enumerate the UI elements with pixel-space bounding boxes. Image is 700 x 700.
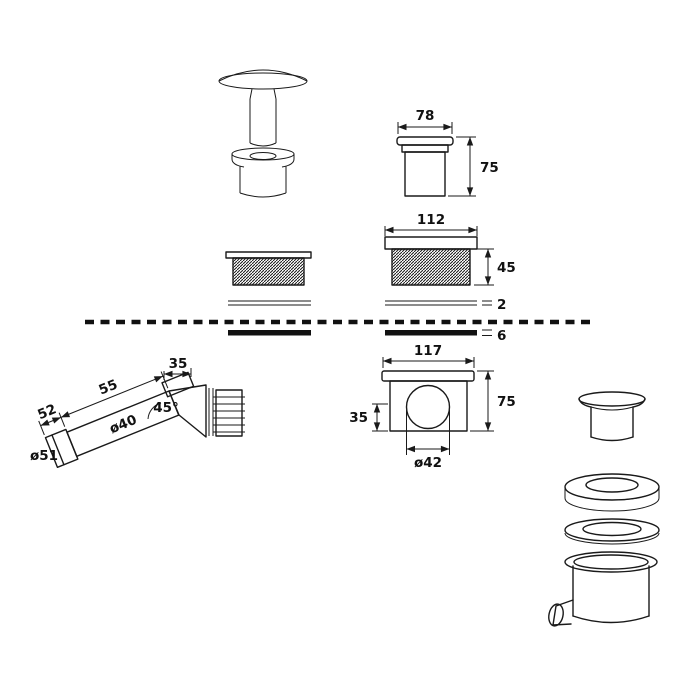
dim-35-pipe-lines	[163, 368, 192, 380]
dim-117-lines	[382, 357, 475, 368]
pictorial-dome-view	[218, 69, 308, 198]
capped-waste-outline	[396, 136, 454, 197]
dim-o42-lines	[406, 410, 450, 455]
exploded-washer	[564, 518, 660, 545]
dim-52-55-lines	[38, 371, 169, 436]
dim-outlet-offset: 35	[349, 410, 368, 426]
dim-pipe-flange-width: 35	[169, 356, 188, 372]
dim-pipe-seg-a: 52	[35, 401, 58, 423]
dim-top-width: 78	[416, 108, 435, 124]
exploded-assembly-view	[548, 391, 660, 627]
body-section-view: 117 75 35 ø42	[349, 343, 516, 471]
dim-78-lines	[397, 122, 453, 134]
dim-pipe-outer: ø51	[30, 448, 58, 464]
dim-75b-lines	[470, 370, 494, 432]
exploded-body-cup	[548, 551, 658, 627]
dim-body-width: 117	[414, 343, 442, 359]
dim-top-height: 75	[480, 160, 499, 176]
angle-arc	[147, 402, 162, 420]
adapter-ribs	[213, 396, 245, 433]
thin-plate-row	[228, 300, 492, 306]
flange-outline	[384, 236, 478, 286]
dim-45-lines	[474, 248, 494, 286]
dim-35-lines	[372, 403, 388, 432]
dim-flange-height: 45	[497, 260, 516, 276]
dim-75-lines	[448, 136, 476, 197]
elbow-outline	[168, 384, 243, 438]
dim-pipe-seg-b: 55	[97, 377, 120, 399]
dim-elbow-angle: 45°	[153, 400, 179, 416]
body-outline	[381, 370, 475, 432]
capped-waste-side-view: 78 75	[396, 108, 499, 197]
dim-flange-width: 112	[417, 212, 445, 228]
flange-section-dimensioned: 112 45	[384, 212, 516, 286]
thick-plate-row	[228, 329, 492, 336]
angled-outlet-pipe-view: 52 55 ø40 ø51 35 45°	[30, 356, 245, 469]
exploded-strainer-cup	[578, 391, 646, 442]
dim-thin-plate: 2	[497, 297, 506, 313]
exploded-locking-ring	[564, 473, 660, 512]
dim-thick-plate: 6	[497, 328, 506, 344]
dim-112-lines	[384, 226, 478, 236]
elbow-flange-tab	[161, 371, 195, 398]
dim-body-height: 75	[497, 394, 516, 410]
flange-section-plain	[225, 251, 312, 286]
dim-outlet-bore: ø42	[414, 455, 442, 471]
